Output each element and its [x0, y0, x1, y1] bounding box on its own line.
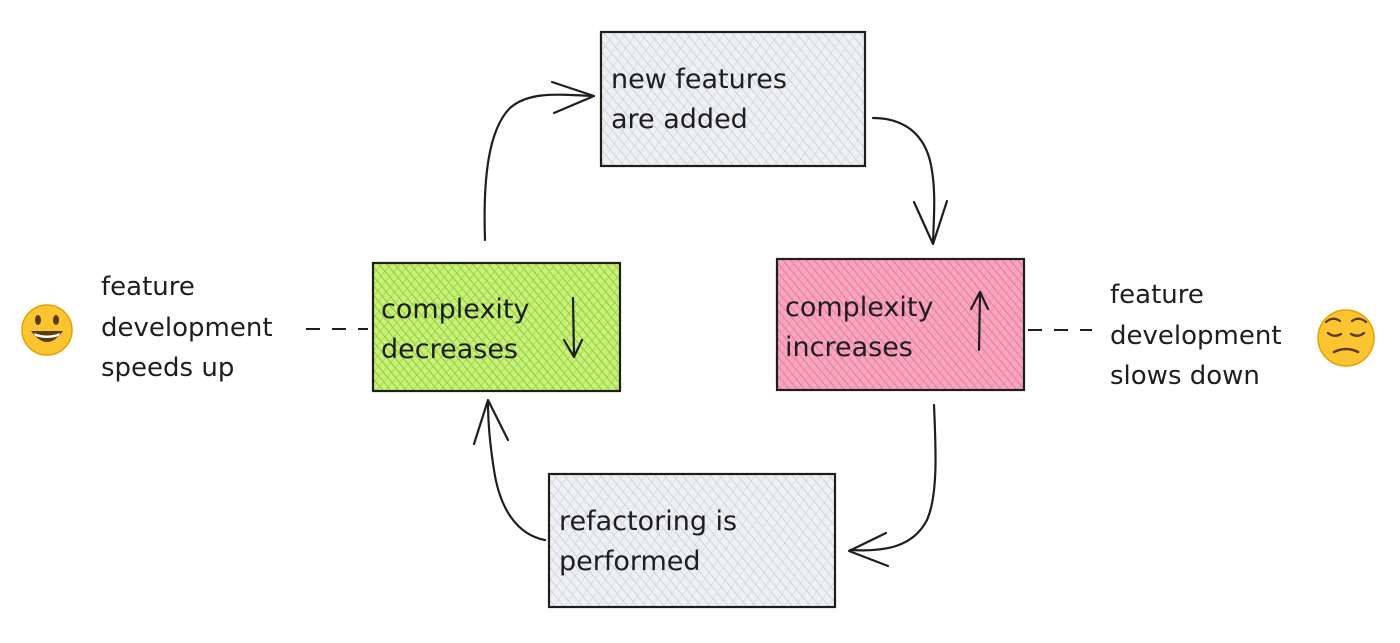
arrow-refactoring-to-decreases [472, 398, 547, 542]
note-speeds-up-line1: feature [101, 272, 195, 302]
box-new-features: new features are added [599, 30, 867, 168]
grinning-face-icon [21, 304, 73, 356]
box-refactoring-line2: performed [559, 546, 701, 577]
box-new-features-line2: are added [611, 104, 748, 135]
note-slows-down-line2: development [1110, 321, 1282, 351]
arrow-up-icon [969, 290, 990, 352]
note-speeds-up-line3: speeds up [101, 353, 234, 383]
note-slows-down-line1: feature [1110, 280, 1204, 310]
box-complexity-increases: complexity increases [775, 257, 1026, 392]
arrow-new-features-to-increases [871, 116, 949, 246]
box-complexity-decreases: complexity decreases [371, 261, 622, 393]
note-speeds-up: feature development speeds up [101, 272, 273, 383]
pensive-face-icon [1317, 309, 1375, 367]
note-speeds-up-line2: development [101, 313, 273, 343]
note-slows-down: feature development slows down [1110, 280, 1282, 391]
arrow-increases-to-refactoring [847, 403, 937, 568]
box-new-features-line1: new features [611, 64, 787, 95]
box-refactoring-performed: refactoring is performed [547, 472, 837, 609]
arrow-decreases-to-new-features [483, 80, 596, 242]
box-complexity-decreases-line2: decreases [381, 334, 518, 365]
box-refactoring-line1: refactoring is [559, 506, 737, 537]
box-complexity-decreases-line1: complexity [381, 294, 530, 325]
arrow-down-icon [562, 296, 584, 359]
note-slows-down-line3: slows down [1110, 361, 1260, 391]
box-complexity-increases-line2: increases [785, 332, 913, 363]
box-complexity-increases-line1: complexity [785, 292, 934, 323]
